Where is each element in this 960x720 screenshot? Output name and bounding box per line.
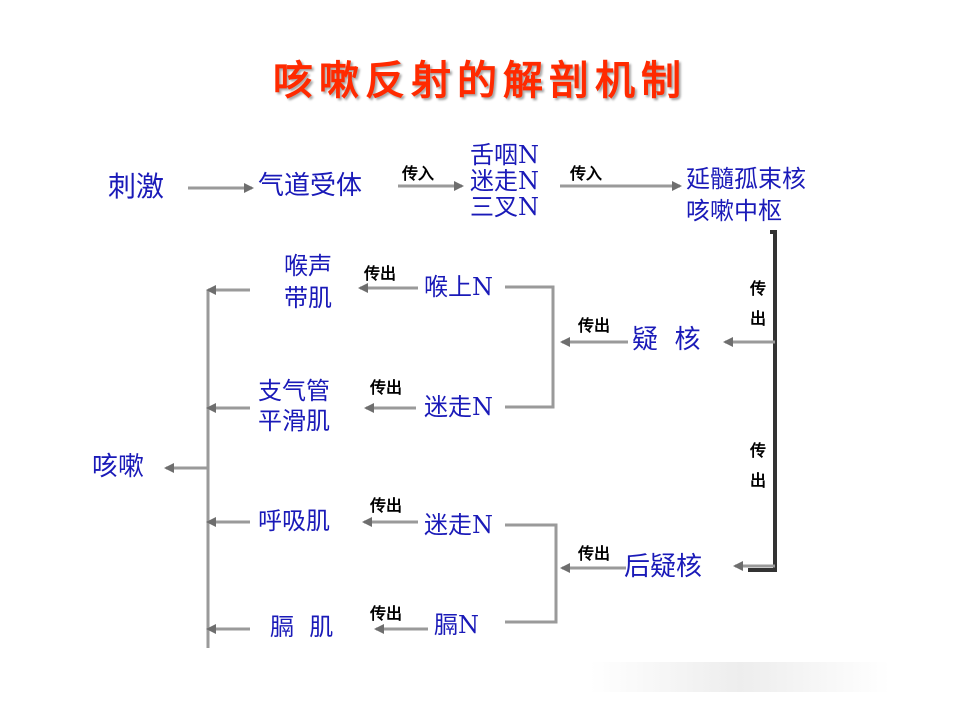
label-efferent-sln: 传出 [364,264,397,283]
trunk-center-down [748,230,777,572]
node-airway-receptor: 气道受体 [258,171,363,201]
node-bronchial-smooth-muscle: 支气管 平滑肌 [258,377,330,435]
node-vocal-muscle: 喉声 带肌 [284,252,332,312]
label-afferent-2: 传入 [570,164,603,183]
label-efferent-pn: 传出 [370,604,403,623]
node-cough: 咳嗽 [92,452,145,482]
label-efferent-center-1: 传出 [749,279,766,328]
node-stimulus: 刺激 [108,170,165,203]
label-efferent-na: 传出 [578,316,611,335]
bracket-retro [505,523,558,624]
node-cough-center: 延髓孤束核 咳嗽中枢 [686,165,806,225]
node-vagus-n-2: 迷走N [424,511,493,539]
faint-watermark-strip [590,662,890,692]
label-efferent-ra: 传出 [578,544,611,563]
label-efferent-center-2: 传出 [749,441,766,490]
page-title: 咳嗽反射的解剖机制 [273,57,687,104]
node-vagus-n-1: 迷走N [424,393,493,421]
node-diaphragm: 膈 肌 [270,613,334,641]
label-efferent-vn1: 传出 [370,378,403,397]
node-sup-laryngeal-n: 喉上N [424,273,493,301]
node-nucleus-ambiguus: 疑 核 [632,325,701,355]
node-respiratory-muscle: 呼吸肌 [258,507,330,535]
label-afferent-1: 传入 [402,164,435,183]
node-phrenic-n: 膈N [434,611,479,639]
node-afferent-nerves: 舌咽N 迷走N 三叉N [470,141,539,221]
label-efferent-vn2: 传出 [370,496,403,515]
node-retro-ambiguus: 后疑核 [624,552,703,582]
bracket-ambiguus [505,285,555,409]
